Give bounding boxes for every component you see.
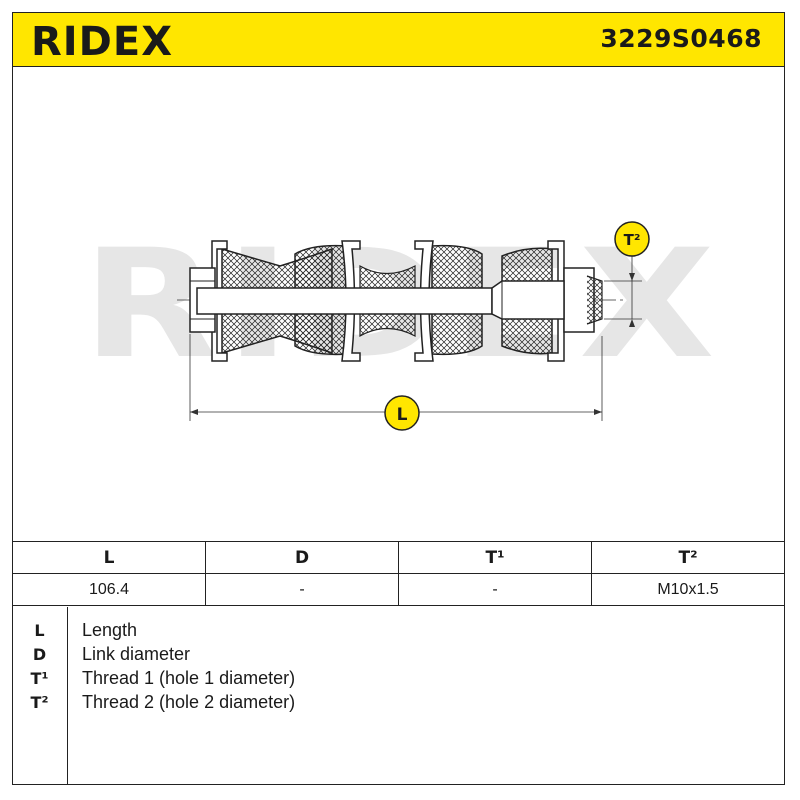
legend-key: T² (30, 693, 49, 712)
legend: L Length D Link diameter T¹ Thread 1 (ho… (12, 607, 785, 785)
legend-key: T¹ (30, 669, 49, 688)
legend-item: T² Thread 2 (hole 2 diameter) (12, 691, 785, 715)
svg-text:RIDEX: RIDEX (31, 19, 173, 63)
nut-right (563, 267, 603, 333)
legend-description: Thread 2 (hole 2 diameter) (82, 692, 296, 712)
thread2-dimension (604, 256, 642, 327)
spec-table: L D T¹ T² 106.4 - - M10x1.5 (12, 541, 785, 606)
legend-item: D Link diameter (12, 643, 785, 667)
link-rod (196, 280, 565, 320)
part-number: 3229S0468 (600, 24, 762, 53)
svg-text:T²: T² (624, 231, 641, 249)
value-t2: M10x1.5 (591, 573, 785, 606)
header-t2: T² (591, 541, 785, 574)
header-t1: T¹ (398, 541, 592, 574)
legend-description: Link diameter (82, 644, 191, 664)
legend-key: D (32, 645, 47, 664)
value-t1: - (398, 573, 592, 606)
legend-divider (67, 607, 69, 785)
svg-text:L: L (397, 405, 408, 425)
callout-l: L (384, 395, 420, 431)
header-bar: RIDEX 3229S0468 (12, 12, 785, 67)
spec-value-row: 106.4 - - M10x1.5 (12, 573, 785, 606)
legend-description: Length (82, 620, 138, 640)
legend-item: L Length (12, 619, 785, 643)
brand-logo: RIDEX (31, 19, 173, 63)
legend-description: Thread 1 (hole 1 diameter) (82, 668, 296, 688)
callout-t2: T² (614, 221, 650, 257)
value-l: 106.4 (12, 573, 206, 606)
legend-item: T¹ Thread 1 (hole 1 diameter) (12, 667, 785, 691)
value-d: - (205, 573, 399, 606)
spec-header-row: L D T¹ T² (12, 541, 785, 574)
header-l: L (12, 541, 206, 574)
header-d: D (205, 541, 399, 574)
legend-key: L (34, 621, 45, 640)
technical-drawing: RIDEX (82, 218, 716, 431)
